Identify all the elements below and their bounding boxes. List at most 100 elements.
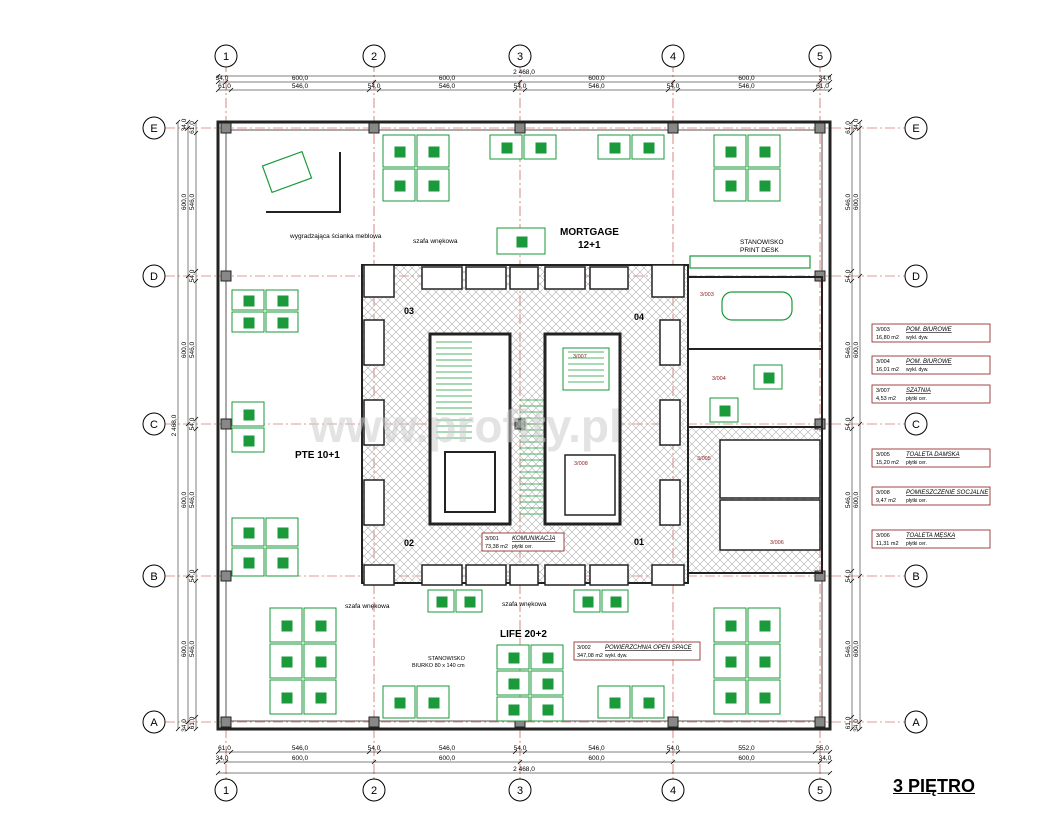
dim-label: 34,0 [853, 719, 860, 732]
dimension-chains: 2 468,0 34,0 600,0 600,0 600,0 600,0 34,0 61,0 5… [171, 69, 863, 776]
grid-bubble-row [142, 412, 166, 436]
zone-life: LIFE 20+2 [500, 629, 547, 640]
dim-tick [193, 278, 199, 284]
dim-label: 34,0 [216, 755, 229, 762]
grid-bubble-col [362, 44, 386, 68]
dim-label: 54,0 [514, 745, 527, 752]
chair [281, 692, 293, 704]
legend-code: 3/008 [876, 490, 890, 496]
dim-tick [193, 426, 199, 432]
dim-tick [193, 119, 199, 125]
dim-label: 546,0 [292, 83, 309, 90]
grid-bubble-row [142, 116, 166, 140]
grid-bubble-col-label: 2 [371, 51, 377, 63]
dim-tick [376, 749, 382, 755]
dim-label: 600,0 [588, 755, 605, 762]
label-print-desk-2: PRINT DESK [740, 247, 780, 254]
chair [428, 180, 440, 192]
legend-name: TOALETA DAMSKA [906, 452, 960, 458]
dim-tick [849, 568, 855, 574]
label-partition: wygradzająca ścianka meblowa [289, 233, 382, 240]
dim-tick [817, 759, 823, 765]
dim-tick [517, 79, 523, 85]
dim-tick [223, 759, 229, 765]
column [220, 122, 232, 134]
legend-area: 15,20 m2 [876, 460, 899, 466]
dim-tick [857, 273, 863, 279]
dim-label: 61,0 [816, 83, 829, 90]
dim-label: 54,0 [368, 745, 381, 752]
wardrobe-unit [589, 266, 629, 290]
watermark: www.profity.pl [309, 400, 622, 452]
dim-tick [827, 79, 833, 85]
dim-label: 54,0 [368, 83, 381, 90]
dim-tick [371, 79, 377, 85]
dim-label: 546,0 [189, 491, 196, 508]
chair [508, 678, 520, 690]
desk [753, 364, 783, 390]
label-desk-2: BIURKO 80 x 140 cm [412, 663, 465, 669]
dim-label: 546,0 [738, 83, 755, 90]
tag-3004: 3/004 [712, 376, 726, 382]
dim-label: 600,0 [853, 640, 860, 657]
chair [542, 678, 554, 690]
dim-tick [849, 726, 855, 732]
meeting-table [721, 291, 793, 321]
label-print-desk-1: STANOWISKO [740, 239, 784, 246]
grid-bubble-col [808, 44, 832, 68]
grid-bubble-col-label: 5 [817, 785, 823, 797]
dim-label: 546,0 [189, 640, 196, 657]
legend-name: POMIESZCZENIE SOCJALNE [906, 490, 989, 496]
marker-02: 02 [404, 538, 414, 548]
social-room [564, 454, 616, 516]
dim-label: 600,0 [181, 193, 188, 210]
grid-bubble-row-label: B [150, 571, 157, 583]
chair [542, 652, 554, 664]
chair [643, 697, 655, 709]
column [220, 418, 232, 430]
dim-tick [670, 79, 676, 85]
sheet-title: 3 PIĘTRO [893, 776, 976, 796]
wardrobe-unit [659, 319, 681, 366]
dim-tick [812, 749, 818, 755]
grid-bubble-col-label: 4 [670, 51, 676, 63]
dim-tick [849, 130, 855, 136]
dim-tick [228, 87, 234, 93]
chair [516, 236, 528, 248]
chair [243, 557, 255, 569]
print-desk [689, 255, 811, 269]
chair [508, 652, 520, 664]
legend-box [871, 486, 991, 506]
dim-label: 34,0 [181, 118, 188, 131]
dim-label: 2 468,0 [513, 69, 535, 76]
dim-tick [512, 87, 518, 93]
dim-label: 61,0 [189, 716, 196, 729]
dim-tick [193, 578, 199, 584]
wardrobe-unit [363, 264, 395, 298]
chair [243, 527, 255, 539]
grid-bubble-col [808, 778, 832, 802]
dim-label: 54,0 [667, 745, 680, 752]
label-wardrobe-bottom-right: szafa wnękowa [502, 601, 547, 608]
dim-label: 61,0 [845, 121, 852, 134]
dim-tick [193, 568, 199, 574]
grid-bubble-col [661, 778, 685, 802]
grid-bubble-row-label: E [912, 123, 919, 135]
dim-tick [522, 87, 528, 93]
svg-text:wykł. dyw.: wykł. dyw. [605, 653, 628, 659]
grid-bubble-row [904, 564, 928, 588]
chair [394, 146, 406, 158]
legend-name: POM. BIUROWE [906, 359, 953, 365]
grid-bubble-col-label: 2 [371, 785, 377, 797]
dim-label: 552,0 [738, 745, 755, 752]
chair [394, 697, 406, 709]
dim-label: 546,0 [845, 193, 852, 210]
chair [243, 317, 255, 329]
chair [315, 692, 327, 704]
legend-code: 3/007 [876, 388, 890, 394]
dim-label: 600,0 [292, 755, 309, 762]
chair [535, 142, 547, 154]
dim-tick [665, 87, 671, 93]
chair [759, 692, 771, 704]
